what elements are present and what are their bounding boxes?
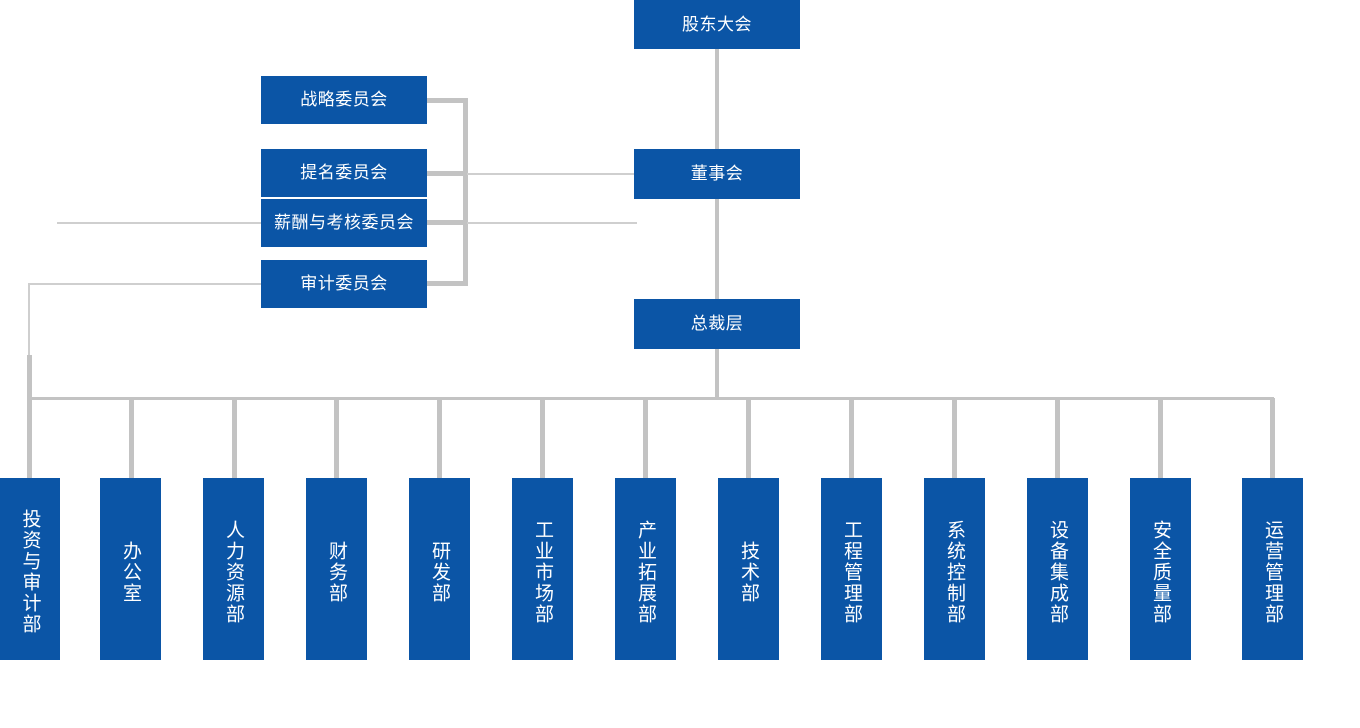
connector-committee-stub-3 xyxy=(427,220,467,225)
connector-department-stem-5 xyxy=(437,398,442,480)
connector-committees-to-board xyxy=(467,173,635,175)
connector-committee-bus xyxy=(463,98,468,286)
node-department-research-development[interactable]: 研发部 xyxy=(409,478,470,660)
node-department-technology-label: 技术部 xyxy=(738,540,759,604)
node-president-level-label: 总裁层 xyxy=(690,314,744,334)
node-committee-nomination[interactable]: 提名委员会 xyxy=(261,149,427,197)
connector-department-bus xyxy=(28,397,1274,400)
node-board-of-directors[interactable]: 董事会 xyxy=(634,149,800,199)
node-department-office[interactable]: 办公室 xyxy=(100,478,161,660)
connector-president-bus xyxy=(715,349,719,400)
node-department-industrial-market[interactable]: 工业市场部 xyxy=(512,478,573,660)
connector-committee-stub-1 xyxy=(427,98,467,103)
connector-department-stem-8 xyxy=(746,398,751,480)
connector-committee-stub-4 xyxy=(427,281,467,286)
connector-compensation-left xyxy=(57,222,261,224)
connector-department-stem-6 xyxy=(540,398,545,480)
node-department-safety-quality[interactable]: 安全质量部 xyxy=(1130,478,1191,660)
node-department-industry-expansion-label: 产业拓展部 xyxy=(635,519,656,625)
node-department-human-resources-label: 人力资源部 xyxy=(223,519,244,625)
node-shareholders-meeting[interactable]: 股东大会 xyxy=(634,0,800,49)
connector-shareholders-board xyxy=(715,49,719,149)
node-committee-audit-label: 审计委员会 xyxy=(300,274,388,294)
connector-audit-down xyxy=(28,283,30,400)
node-department-finance-label: 财务部 xyxy=(326,540,347,604)
node-committee-audit[interactable]: 审计委员会 xyxy=(261,260,427,308)
connector-department-stem-13 xyxy=(1270,398,1275,480)
node-department-finance[interactable]: 财务部 xyxy=(306,478,367,660)
node-department-investment-audit-label: 投资与审计部 xyxy=(19,509,41,635)
connector-audit-left xyxy=(28,283,261,285)
connector-department-stem-11 xyxy=(1055,398,1060,480)
node-department-research-development-label: 研发部 xyxy=(429,540,450,604)
node-department-office-label: 办公室 xyxy=(120,540,141,604)
node-department-human-resources[interactable]: 人力资源部 xyxy=(203,478,264,660)
node-committee-strategy[interactable]: 战略委员会 xyxy=(261,76,427,124)
node-department-industrial-market-label: 工业市场部 xyxy=(532,519,553,625)
connector-department-stem-12 xyxy=(1158,398,1163,480)
connector-department-stem-7 xyxy=(643,398,648,480)
connector-department-stem-3 xyxy=(232,398,237,480)
node-department-engineering-management[interactable]: 工程管理部 xyxy=(821,478,882,660)
node-department-operations-management-label: 运营管理部 xyxy=(1262,519,1283,625)
node-board-of-directors-label: 董事会 xyxy=(690,164,744,184)
connector-department-stem-10 xyxy=(952,398,957,480)
connector-board-president xyxy=(715,199,719,299)
node-department-system-control-label: 系统控制部 xyxy=(944,519,965,625)
node-committee-nomination-label: 提名委员会 xyxy=(300,163,388,183)
node-committee-strategy-label: 战略委员会 xyxy=(300,90,388,110)
node-committee-compensation-label: 薪酬与考核委员会 xyxy=(274,213,414,233)
connector-department-stem-4 xyxy=(334,398,339,480)
node-department-system-control[interactable]: 系统控制部 xyxy=(924,478,985,660)
node-department-engineering-management-label: 工程管理部 xyxy=(841,519,862,625)
node-committee-compensation[interactable]: 薪酬与考核委员会 xyxy=(261,199,427,247)
node-president-level[interactable]: 总裁层 xyxy=(634,299,800,349)
node-shareholders-meeting-label: 股东大会 xyxy=(682,14,752,34)
node-department-operations-management[interactable]: 运营管理部 xyxy=(1242,478,1303,660)
node-department-equipment-integration[interactable]: 设备集成部 xyxy=(1027,478,1088,660)
connector-department-stem-9 xyxy=(849,398,854,480)
node-department-equipment-integration-label: 设备集成部 xyxy=(1047,519,1068,625)
node-department-investment-audit[interactable]: 投资与审计部 xyxy=(0,478,60,660)
connector-department-stem-1 xyxy=(27,355,32,480)
connector-committee-stub-2 xyxy=(427,171,467,176)
node-department-technology[interactable]: 技术部 xyxy=(718,478,779,660)
node-department-safety-quality-label: 安全质量部 xyxy=(1150,519,1171,625)
connector-department-stem-2 xyxy=(129,398,134,480)
node-department-industry-expansion[interactable]: 产业拓展部 xyxy=(615,478,676,660)
connector-compensation-right xyxy=(467,222,637,224)
